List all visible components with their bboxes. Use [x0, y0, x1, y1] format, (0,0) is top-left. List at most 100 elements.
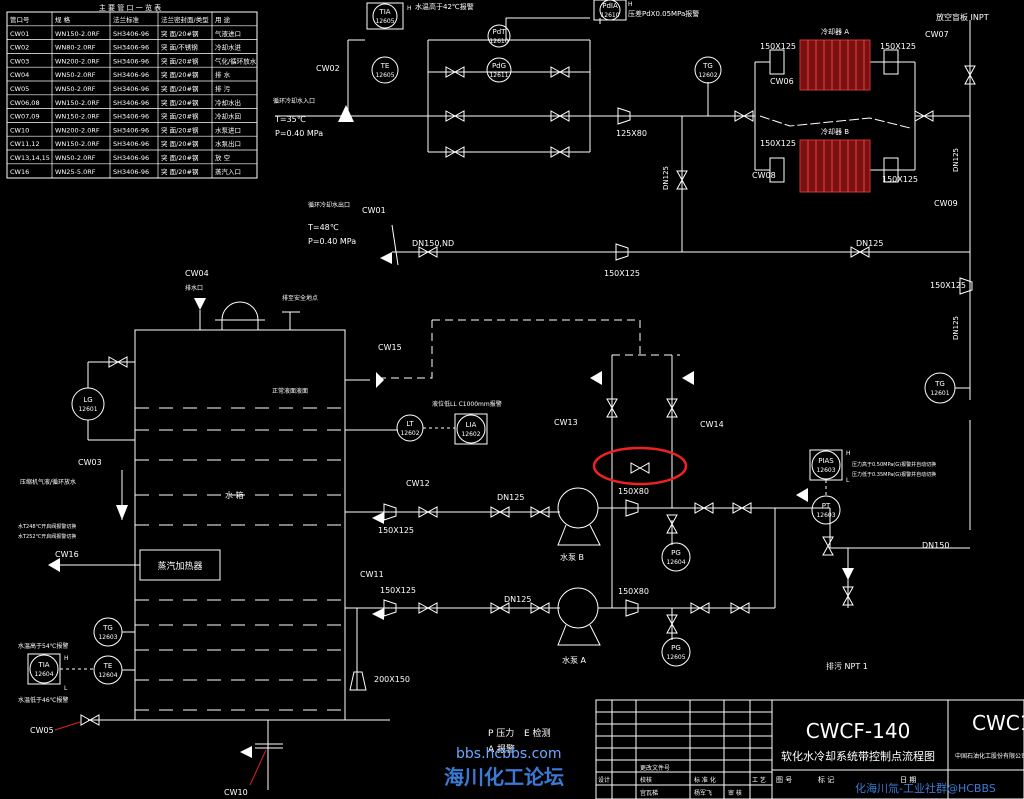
table-cell: SH3406-96	[113, 85, 149, 93]
svg-text:12610: 12610	[489, 38, 508, 45]
table-cell: WN150-2.0RF	[55, 113, 100, 121]
vent-label: 排至安全地点	[282, 294, 318, 302]
alarm-low-h: 水温高于54℃报警	[18, 642, 68, 650]
cw07-label: CW07	[925, 30, 949, 39]
cw14-label: CW14	[700, 420, 724, 429]
water-tank	[134, 301, 346, 721]
table-header-cell: 法兰密封面/类型	[161, 15, 209, 24]
svg-text:H: H	[407, 5, 412, 12]
cw04-label: CW04	[185, 269, 209, 278]
svg-text:12601: 12601	[930, 390, 949, 397]
table-cell: WN80-2.0RF	[55, 44, 96, 52]
watermark-url: bbs.hcbbs.com	[456, 746, 562, 762]
svg-text:PT: PT	[822, 502, 831, 510]
table-cell: CW01	[10, 30, 29, 38]
nozzle-table-title: 主 要 管 口 一 览 表	[99, 3, 161, 12]
table-cell: 冷却水出	[215, 98, 241, 107]
table-cell: 突 面/20#钢	[161, 153, 199, 162]
drain-port-label: 排水口	[185, 284, 203, 292]
table-cell: 水泵出口	[215, 139, 241, 148]
svg-text:TG: TG	[702, 62, 713, 70]
cw11-label: CW11	[360, 570, 384, 579]
cw10-label: CW10	[224, 788, 248, 797]
tank-label: 水 箱	[225, 490, 244, 500]
instrument-pg-12604: PG 12604	[661, 542, 691, 572]
table-header-cell: 法兰标准	[113, 15, 140, 24]
pump-a	[557, 587, 612, 646]
title-block	[595, 699, 1024, 799]
table-cell: 气化/循环放水	[215, 56, 257, 65]
table-cell: CW10	[10, 126, 29, 134]
svg-text:12605: 12605	[375, 72, 394, 79]
instrument-tg-12603: TG 12603	[93, 617, 135, 647]
table-header-cell: 管口号	[10, 15, 30, 24]
table-header-cell: 用 途	[215, 15, 231, 24]
table-cell: WN50-2.0RF	[55, 71, 96, 79]
inlet-water-label: 循环冷却水入口	[273, 97, 315, 105]
cw13-label: CW13	[554, 418, 578, 427]
table-cell: 突 面/20#钢	[161, 98, 199, 107]
svg-text:H: H	[846, 450, 851, 457]
table-cell: CW05	[10, 85, 29, 93]
cw12-label: CW12	[406, 479, 430, 488]
size-label: 150X125	[380, 586, 416, 595]
svg-text:12602: 12602	[698, 72, 717, 79]
outlet-pressure-label: P=0.40 MPa	[308, 237, 356, 246]
pdia-note: 压差PdX0.05MPa报警	[628, 9, 699, 18]
size-label: 150X125	[604, 269, 640, 278]
instrument-pias-12603: PIAS 12603 H L	[809, 449, 851, 496]
svg-text:12601: 12601	[78, 406, 97, 413]
svg-text:冷却器 A: 冷却器 A	[821, 27, 849, 36]
svg-text:TG: TG	[934, 380, 945, 388]
dn125-vertical-label: DN125	[662, 166, 670, 190]
outlet-water-label: 循环冷却水出口	[308, 201, 350, 209]
svg-text:LT: LT	[406, 420, 414, 428]
dn125-vertical-right: DN125	[952, 316, 960, 340]
pias-note-1: 压力高于0.50MPa(G)报警并自动切换	[852, 461, 936, 468]
table-cell: WN200-2.0RF	[55, 126, 100, 134]
table-cell: SH3406-96	[113, 154, 149, 162]
instrument-pdia-12610: PdIA 12610 H	[593, 0, 633, 21]
table-cell: 突 面/20#钢	[161, 167, 199, 176]
size-label: 150X125	[760, 139, 796, 148]
outlet-temp-label: T=48℃	[307, 223, 339, 232]
inlet-pressure-label: P=0.40 MPa	[275, 129, 323, 138]
size-label: 150X125	[760, 42, 796, 51]
cw15-label: CW15	[378, 343, 402, 352]
table-cell: 突 面/20#钢	[161, 70, 199, 79]
table-cell: 放 空	[215, 153, 231, 162]
svg-text:12602: 12602	[400, 430, 419, 437]
size-label: 150X80	[618, 587, 649, 596]
tb-c1: 设计	[598, 776, 610, 784]
drawing-code-2: CWC140	[972, 711, 1024, 735]
svg-text:冷却器 B: 冷却器 B	[821, 127, 849, 136]
table-cell: SH3406-96	[113, 140, 149, 148]
table-cell: SH3406-96	[113, 44, 149, 52]
cw16-label: CW16	[55, 550, 79, 559]
table-cell: 蒸汽入口	[215, 167, 241, 176]
instrument-te-12605: TE 12605	[371, 56, 399, 84]
table-cell: SH3406-96	[113, 57, 149, 65]
tb-r2: 杨军飞	[694, 789, 712, 797]
instrument-lt-12602: LT 12602	[370, 414, 455, 442]
cw06-label: CW06	[770, 77, 794, 86]
instrument-tg-12601: TG 12601	[924, 372, 970, 404]
dn125-pump-a: DN125	[504, 595, 531, 604]
table-cell: WN150-2.0RF	[55, 30, 100, 38]
size-label: 150X125	[882, 175, 918, 184]
instrument-pdt-12610: PdT 12610	[487, 24, 511, 48]
table-cell: CW04	[10, 71, 29, 79]
legend-pressure: P 压力	[488, 727, 514, 739]
cw08-label: CW08	[752, 171, 776, 180]
drawing-code: CWCF-140	[806, 719, 911, 743]
dn150-right-label: DN150	[922, 541, 949, 550]
svg-text:L: L	[846, 477, 850, 484]
table-cell: SH3406-96	[113, 30, 149, 38]
pias-note-2: 压力低于0.35MPa(G)报警并自动切换	[852, 471, 936, 478]
instrument-te-12604: TE 12604	[93, 655, 135, 685]
npt-top-label: 放空盲板 INPT	[936, 12, 989, 22]
tb-company: 中国石油化工股份有限公司	[955, 752, 1024, 760]
table-cell: 排 污	[215, 84, 231, 93]
cw03-note: 压缩机气液/循环放水	[20, 478, 76, 486]
table-cell: 突 面/20#钢	[161, 112, 199, 121]
